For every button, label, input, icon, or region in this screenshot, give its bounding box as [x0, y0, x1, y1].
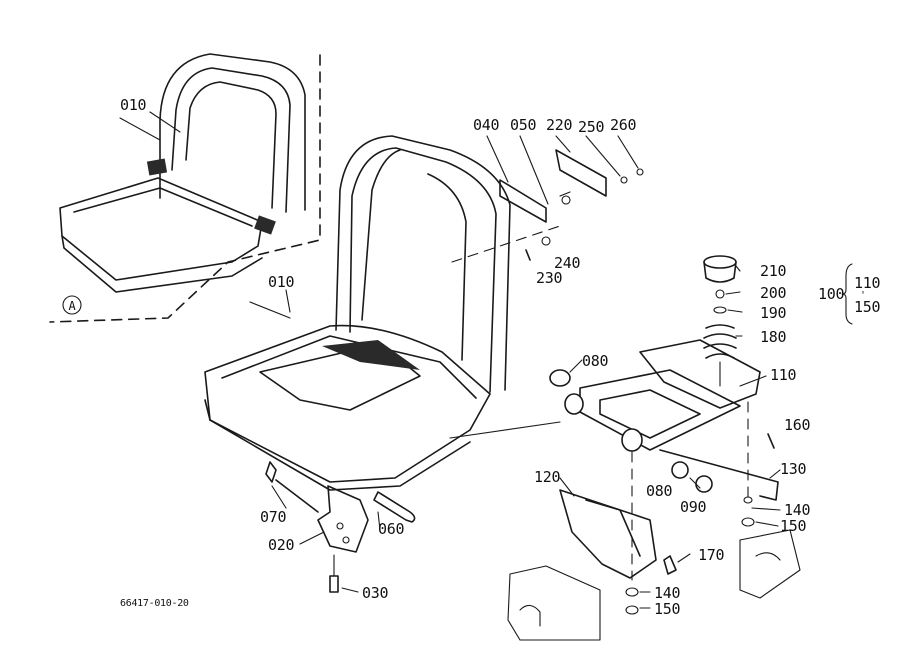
part-label-140: 140: [784, 501, 810, 519]
part-label-040: 040: [473, 116, 499, 134]
part-label-010: 010: [120, 96, 146, 114]
part-label-010: 010: [268, 273, 294, 291]
assembly-bracket: [841, 263, 853, 325]
part-label-170: 170: [698, 546, 724, 564]
part-labels: 010 010 040 050 220 250 260 230 240 210 …: [120, 96, 811, 618]
part-label-080: 080: [646, 482, 672, 500]
part-label-140: 140: [654, 584, 680, 602]
assembly-separator: ': [860, 290, 866, 301]
part-label-200: 200: [760, 284, 786, 302]
part-label-180: 180: [760, 328, 786, 346]
assembly-callout: 100 110 ' 150: [818, 274, 881, 316]
rear-bracket-drawing: [451, 149, 644, 263]
part-label-190: 190: [760, 304, 786, 322]
part-label-150: 150: [654, 600, 680, 618]
part-label-110: 110: [770, 366, 796, 384]
drawing-number: 66417-010-20: [120, 598, 189, 609]
part-label-020: 020: [268, 536, 294, 554]
assembly-item-top: 110: [854, 274, 880, 292]
lower-base-drawing: [507, 489, 801, 641]
part-label-150: 150: [780, 517, 806, 535]
part-label-060: 060: [378, 520, 404, 538]
part-label-250: 250: [578, 118, 604, 136]
part-label-220: 220: [546, 116, 572, 134]
assembly-item-bottom: 150: [854, 298, 880, 316]
part-label-050: 050: [510, 116, 536, 134]
part-label-120: 120: [534, 468, 560, 486]
part-label-130: 130: [780, 460, 806, 478]
main-seat-drawing: [204, 135, 561, 491]
part-label-160: 160: [784, 416, 810, 434]
alternate-seat-drawing: [49, 53, 321, 323]
part-label-210: 210: [760, 262, 786, 280]
view-marker: A: [62, 295, 82, 315]
part-label-260: 260: [610, 116, 636, 134]
view-marker-text: A: [69, 299, 77, 313]
leader-lines: [149, 111, 781, 609]
suspension-drawing: [703, 255, 737, 387]
part-label-240: 240: [554, 254, 580, 272]
hinge-bracket-drawing: [265, 461, 416, 593]
part-label-090: 090: [680, 498, 706, 516]
slide-frame-drawing: [549, 339, 779, 581]
part-label-070: 070: [260, 508, 286, 526]
assembly-number: 100: [818, 285, 844, 303]
part-label-230: 230: [536, 269, 562, 287]
part-label-080: 080: [582, 352, 608, 370]
part-label-030: 030: [362, 584, 388, 602]
